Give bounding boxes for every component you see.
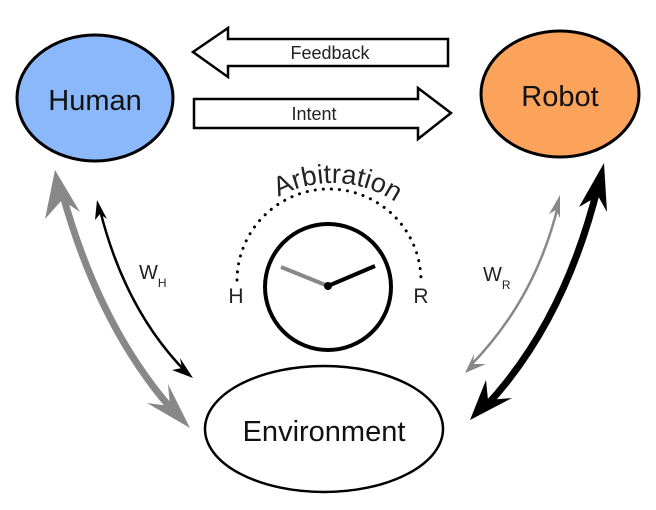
robot-environment-arrows	[465, 163, 607, 420]
dial-hub	[324, 282, 332, 290]
arbitration-right-label-r: R	[413, 285, 428, 308]
human-label: Human	[48, 85, 142, 117]
robot-env-thick-arrow-head-top	[579, 163, 607, 212]
arbitration-dotted-arc	[235, 187, 423, 284]
feedback-arrow: Feedback	[190, 25, 450, 80]
human-env-thick-arrow-shaft	[58, 191, 179, 417]
robot-node: Robot	[479, 29, 641, 159]
robot-ellipse	[479, 29, 641, 159]
robot-env-thin-arrow-head-top	[549, 195, 560, 218]
human-node: Human	[15, 33, 175, 163]
human-weight-symbol: W	[139, 262, 158, 284]
feedback-label: Feedback	[290, 43, 370, 63]
human-env-thin-arrow-shaft	[98, 209, 187, 373]
intent-arrow-shape	[192, 85, 454, 142]
environment-ellipse	[203, 364, 445, 494]
robot-env-thin-arrow-head-bottom	[465, 354, 486, 373]
robot-label: Robot	[521, 81, 598, 113]
robot-weight-subscript: R	[502, 278, 511, 292]
robot-weight-symbol: W	[483, 264, 502, 286]
intent-label: Intent	[291, 104, 336, 124]
human-weight-label: WH	[139, 262, 167, 290]
feedback-arrow-shape	[190, 25, 450, 80]
arbitration-left-label-h: H	[228, 285, 243, 308]
human-env-thick-arrow-head-top	[45, 170, 80, 219]
arbitration-title-path: Arbitration	[268, 159, 407, 207]
intent-arrow: Intent	[192, 85, 454, 142]
human-env-thick-arrow-head-bottom	[147, 384, 190, 428]
human-weight-subscript: H	[158, 276, 167, 290]
robot-env-thick-arrow-shaft	[485, 185, 602, 407]
environment-label: Environment	[243, 416, 406, 448]
human-env-thin-arrow-head-bottom	[172, 358, 193, 378]
environment-node: Environment	[203, 364, 445, 494]
robot-weight-label: WR	[483, 264, 511, 292]
human-environment-arrows	[45, 170, 193, 428]
human-hand	[280, 265, 329, 288]
robot-hand	[327, 264, 376, 288]
robot-env-thin-arrow-shaft	[469, 205, 560, 367]
human-ellipse	[15, 33, 175, 163]
arbitration-title: Arbitration	[268, 159, 407, 207]
human-env-thin-arrow-head-top	[95, 200, 107, 220]
arbitration-dial: Arbitration H R	[228, 159, 429, 352]
robot-env-thick-arrow-head-bottom	[470, 380, 512, 420]
